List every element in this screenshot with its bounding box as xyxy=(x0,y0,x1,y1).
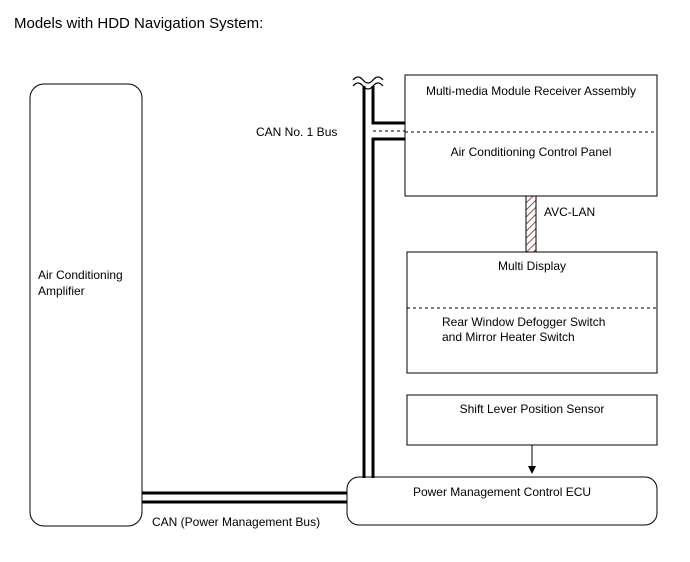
bus-break-mark xyxy=(352,76,384,84)
rear-defogger-label-line1: Rear Window Defogger Switch xyxy=(442,315,605,329)
ac-amplifier-label-line2: Amplifier xyxy=(38,284,85,298)
mm-receiver-box xyxy=(404,74,658,197)
rear-defogger-label-line2: and Mirror Heater Switch xyxy=(442,330,575,344)
ac-control-panel-label: Air Conditioning Control Panel xyxy=(451,145,612,159)
can-no1-bus xyxy=(362,86,405,478)
power-ecu-label: Power Management Control ECU xyxy=(413,485,591,499)
page-title: Models with HDD Navigation System: xyxy=(14,15,263,32)
shift-sensor-label: Shift Lever Position Sensor xyxy=(460,402,605,416)
can-pm-bus-label: CAN (Power Management Bus) xyxy=(152,515,320,529)
ac-amplifier-label-line1: Air Conditioning xyxy=(38,268,123,282)
multi-display-label: Multi Display xyxy=(498,259,566,273)
avc-lan-link xyxy=(525,195,537,253)
can-no1-bus-label: CAN No. 1 Bus xyxy=(256,125,337,139)
can-power-management-bus xyxy=(142,491,347,504)
avc-lan-label: AVC-LAN xyxy=(544,205,595,219)
bus-break-mark-lower xyxy=(352,82,384,90)
ac-amplifier-box xyxy=(29,83,143,527)
mm-receiver-label: Multi-media Module Receiver Assembly xyxy=(426,84,636,98)
multi-display-box xyxy=(406,251,658,374)
